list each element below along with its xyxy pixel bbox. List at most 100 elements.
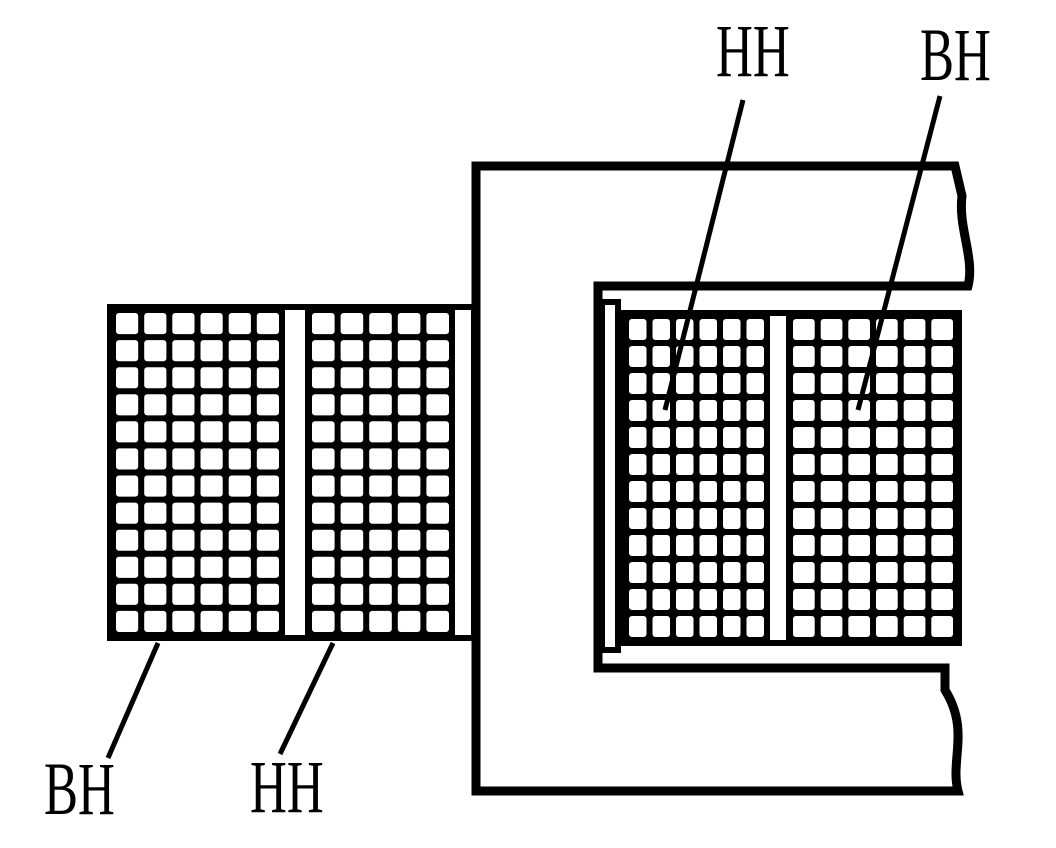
label-bottom-lv: HH (250, 745, 324, 828)
conductor-cell (903, 508, 926, 529)
left-core-gap (455, 310, 471, 635)
conductor-cell (228, 367, 251, 389)
conductor-cell (144, 421, 167, 443)
conductor-cell (723, 481, 741, 502)
conductor-cell (746, 427, 764, 448)
conductor-cell (931, 319, 953, 340)
conductor-cell (931, 508, 953, 529)
conductor-cell (820, 400, 843, 421)
conductor-cell (312, 475, 335, 497)
conductor-cell (876, 454, 898, 475)
conductor-cell (369, 340, 392, 362)
winding-right-lv (629, 319, 764, 637)
conductor-cell (397, 610, 421, 632)
conductor-cell (699, 508, 717, 529)
conductor-cell (172, 421, 195, 443)
conductor-cell (369, 448, 392, 470)
conductor-cell (820, 319, 843, 340)
conductor-cell (848, 346, 870, 367)
conductor-cell (369, 502, 392, 524)
conductor-cell (144, 583, 167, 605)
conductor-cell (699, 562, 717, 583)
core-window-liner (599, 299, 621, 653)
conductor-cell (746, 454, 764, 475)
conductor-cell (426, 502, 449, 524)
conductor-cell (256, 583, 279, 605)
conductor-cell (144, 475, 167, 497)
conductor-cell (903, 346, 926, 367)
conductor-cell (903, 562, 926, 583)
conductor-cell (144, 529, 167, 551)
conductor-cell (172, 583, 195, 605)
conductor-cell (652, 454, 670, 475)
conductor-cell (256, 394, 279, 416)
conductor-cell (652, 589, 670, 610)
conductor-cell (723, 562, 741, 583)
conductor-cell (629, 481, 647, 502)
conductor-cell (848, 427, 870, 448)
conductor-cell (340, 448, 364, 470)
conductor-cell (931, 400, 953, 421)
conductor-cell (116, 556, 139, 578)
conductor-cell (676, 481, 694, 502)
conductor-cell (200, 313, 223, 335)
conductor-cell (723, 346, 741, 367)
conductor-cell (746, 508, 764, 529)
conductor-cell (116, 421, 139, 443)
conductor-cell (312, 448, 335, 470)
winding-left-hv (116, 313, 279, 632)
conductor-cell (699, 373, 717, 394)
conductor-cell (144, 556, 167, 578)
conductor-cell (793, 319, 815, 340)
conductor-cell (876, 616, 898, 637)
conductor-cell (848, 616, 870, 637)
conductor-cell (369, 556, 392, 578)
conductor-cell (629, 589, 647, 610)
conductor-cell (876, 589, 898, 610)
conductor-cell (820, 481, 843, 502)
conductor-cell (629, 508, 647, 529)
leader-line-bottom-lv (277, 641, 336, 756)
conductor-cell (340, 610, 364, 632)
conductor-cell (903, 481, 926, 502)
conductor-cell (652, 427, 670, 448)
conductor-cell (397, 556, 421, 578)
conductor-cell (144, 340, 167, 362)
conductor-cell (723, 400, 741, 421)
conductor-cell (676, 562, 694, 583)
conductor-cell (369, 367, 392, 389)
conductor-cell (256, 367, 279, 389)
conductor-cell (676, 616, 694, 637)
conductor-cell (876, 346, 898, 367)
conductor-cell (876, 400, 898, 421)
conductor-cell (746, 373, 764, 394)
conductor-cell (397, 529, 421, 551)
conductor-cell (723, 373, 741, 394)
conductor-cell (746, 535, 764, 556)
conductor-cell (820, 616, 843, 637)
conductor-cell (200, 421, 223, 443)
conductor-cell (256, 313, 279, 335)
conductor-cell (397, 421, 421, 443)
conductor-cell (629, 319, 647, 340)
conductor-cell (144, 448, 167, 470)
conductor-cell (699, 319, 717, 340)
conductor-cell (228, 583, 251, 605)
conductor-cell (903, 373, 926, 394)
conductor-cell (723, 535, 741, 556)
conductor-cell (256, 610, 279, 632)
conductor-cell (903, 319, 926, 340)
conductor-cell (931, 346, 953, 367)
conductor-cell (228, 448, 251, 470)
conductor-cell (723, 427, 741, 448)
conductor-cell (256, 529, 279, 551)
leader-line-bottom-hv (105, 642, 161, 759)
conductor-cell (228, 556, 251, 578)
conductor-cell (793, 481, 815, 502)
conductor-cell (629, 373, 647, 394)
conductor-cell (699, 454, 717, 475)
conductor-cell (200, 610, 223, 632)
conductor-cell (256, 556, 279, 578)
conductor-cell (931, 616, 953, 637)
conductor-cell (256, 502, 279, 524)
